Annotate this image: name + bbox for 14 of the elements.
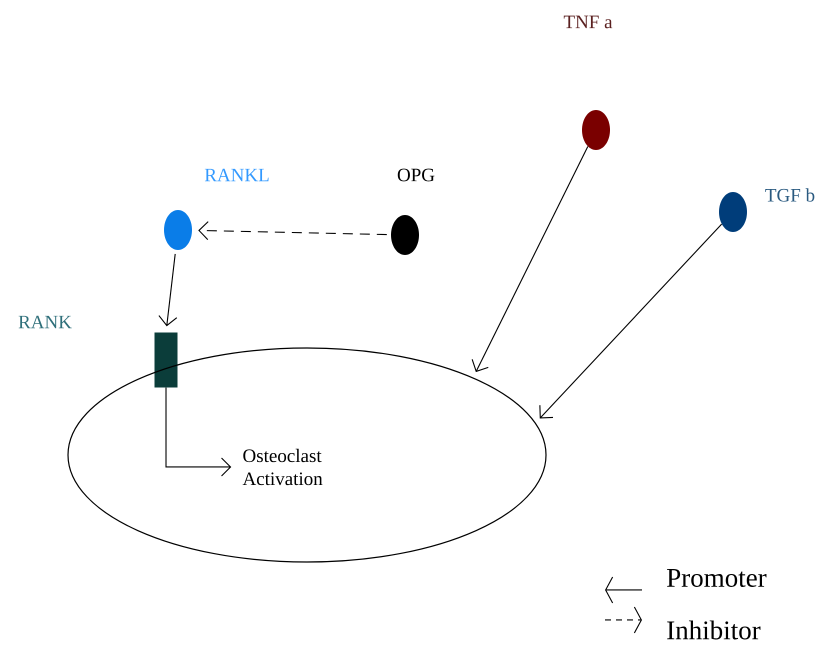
- molecule-label: TGF b: [765, 188, 814, 202]
- molecule-label: OPG: [398, 168, 434, 182]
- molecule-label: RANK: [18, 316, 72, 328]
- arrow: [472, 146, 588, 372]
- legend-label: Inhibitor: [667, 620, 760, 640]
- legend-label: Promoter: [667, 569, 766, 587]
- molecule-label: RANKL: [204, 168, 269, 182]
- arrow: [539, 224, 722, 418]
- molecule-label: TNF a: [564, 16, 612, 28]
- arrow: [198, 221, 387, 240]
- arrow: [165, 388, 232, 476]
- arrow: [158, 254, 178, 326]
- cell-outline: [67, 347, 547, 563]
- process-label: Osteoclast Activation: [242, 448, 322, 486]
